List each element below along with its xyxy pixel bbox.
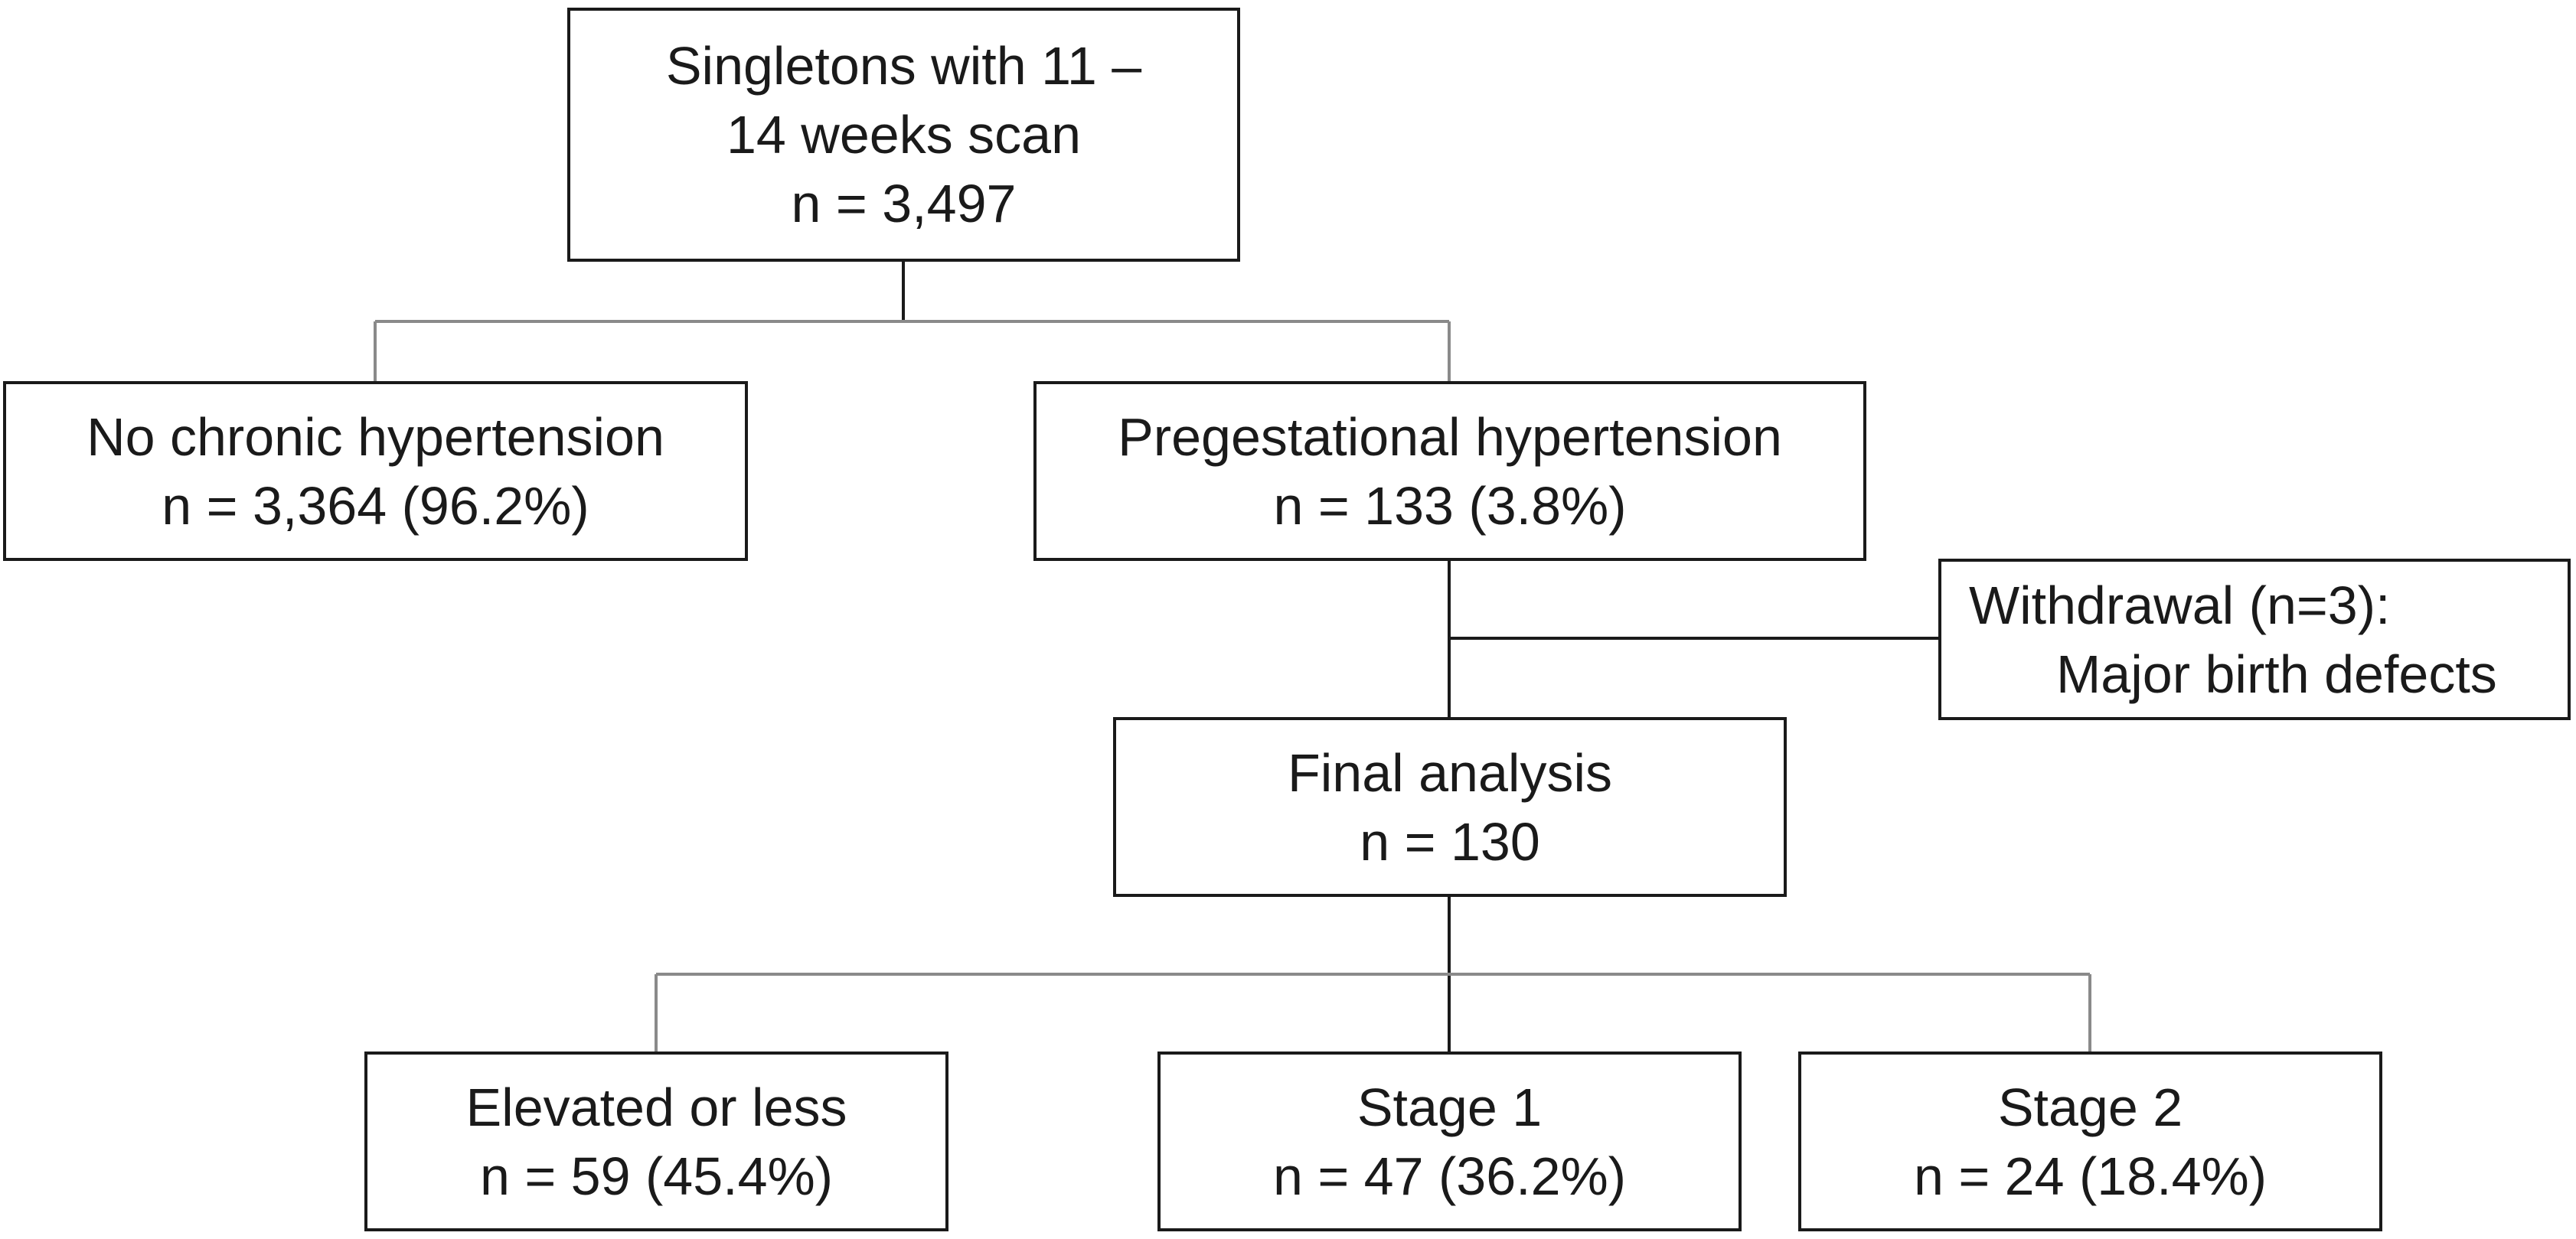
withdrawal-label: Withdrawal (n=3): [1969,575,2391,635]
elevated-or-less-box: Elevated or less n = 59 (45.4%) [364,1052,948,1231]
screened-count: n = 3,497 [791,174,1017,233]
screened-line-2: 14 weeks scan [726,105,1082,165]
screened-box: Singletons with 11 – 14 weeks scan n = 3… [567,8,1240,262]
stage-2-count: n = 24 (18.4%) [1913,1146,2267,1206]
withdrawal-reason: Major birth defects [2056,644,2497,704]
elevated-or-less-count: n = 59 (45.4%) [479,1146,834,1206]
withdrawal-box: Withdrawal (n=3): Major birth defects [1938,559,2571,720]
no-chronic-hypertension-count: n = 3,364 (96.2%) [162,475,589,536]
stage-1-label: Stage 1 [1357,1077,1543,1137]
final-analysis-count: n = 130 [1360,811,1540,872]
stage-2-label: Stage 2 [1997,1077,2183,1137]
stage-1-box: Stage 1 n = 47 (36.2%) [1157,1052,1742,1231]
no-chronic-hypertension-box: No chronic hypertension n = 3,364 (96.2%… [3,381,748,561]
final-analysis-box: Final analysis n = 130 [1113,717,1787,897]
screened-line-1: Singletons with 11 – [665,36,1142,96]
pregestational-hypertension-label: Pregestational hypertension [1118,406,1782,467]
pregestational-hypertension-count: n = 133 (3.8%) [1273,475,1627,536]
stage-2-box: Stage 2 n = 24 (18.4%) [1798,1052,2382,1231]
no-chronic-hypertension-label: No chronic hypertension [87,406,664,467]
pregestational-hypertension-box: Pregestational hypertension n = 133 (3.8… [1033,381,1866,561]
final-analysis-label: Final analysis [1287,742,1613,803]
elevated-or-less-label: Elevated or less [465,1077,847,1137]
stage-1-count: n = 47 (36.2%) [1272,1146,1627,1206]
